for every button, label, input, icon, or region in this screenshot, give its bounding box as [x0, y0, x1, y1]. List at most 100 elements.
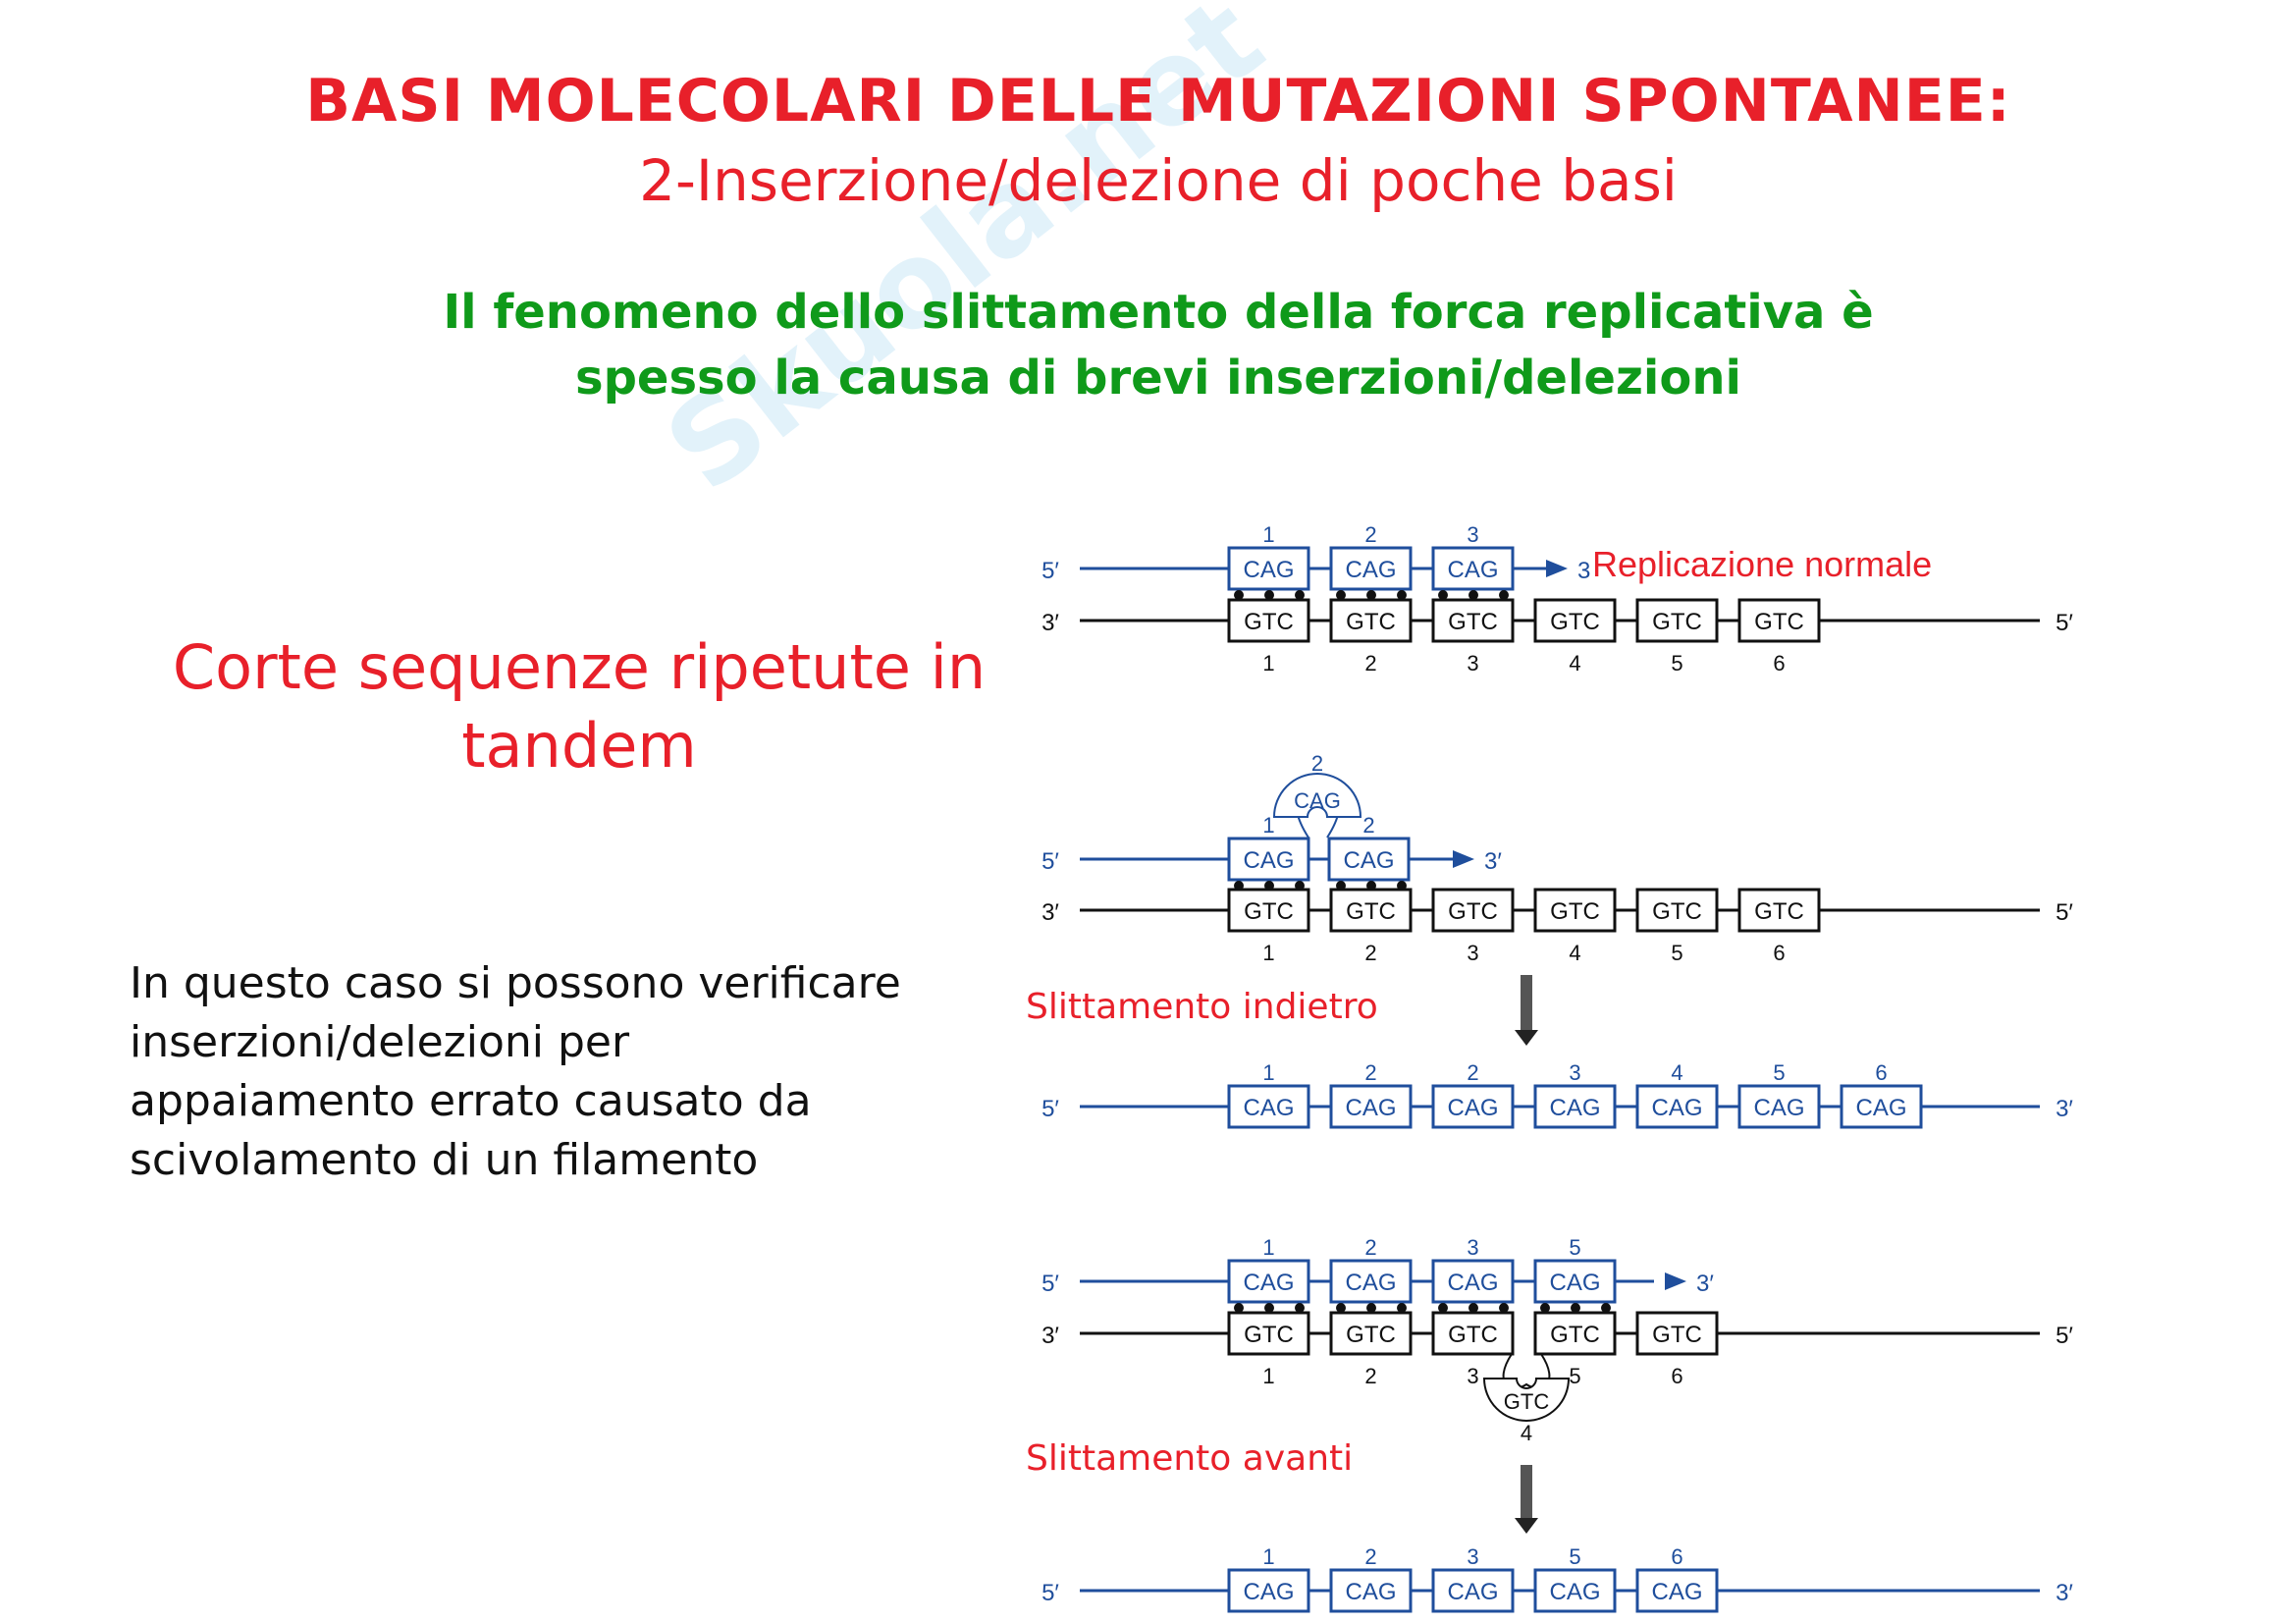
codon-label: CAG [1651, 1095, 1702, 1121]
codon-label: CAG [1243, 1270, 1294, 1296]
hydrogen-bond-dot [1601, 1303, 1611, 1313]
intro-line-1: Il fenomeno dello slittamento della forc… [443, 285, 1874, 340]
codon-label: GTC [1346, 1322, 1396, 1348]
hydrogen-bond-dot [1499, 1303, 1509, 1313]
end-label: 3′ [2056, 1096, 2073, 1122]
hydrogen-bond-dot [1366, 590, 1376, 600]
end-label: 3′ [1696, 1271, 1714, 1297]
codon-label: GTC [1652, 1322, 1702, 1348]
codon-box [1635, 598, 1719, 643]
codon-box [1431, 598, 1515, 643]
codon-number: 6 [1875, 1060, 1887, 1085]
codon-number: 1 [1262, 651, 1274, 676]
down-arrow-icon [1521, 1465, 1532, 1520]
hydrogen-bond-dot [1295, 590, 1305, 600]
codon-label: GTC [1448, 609, 1498, 635]
codon-box [1227, 598, 1310, 643]
end-label: 3′ [1041, 899, 1059, 926]
codon-number: 2 [1311, 751, 1323, 776]
codon-number: 6 [1773, 651, 1785, 676]
strand-gap [1514, 1330, 1534, 1336]
label-slittamento-indietro: Slittamento indietro [1026, 987, 1378, 1027]
end-label: 5′ [2056, 1323, 2073, 1349]
codon-number: 2 [1364, 1235, 1376, 1260]
codon-label: GTC [1448, 898, 1498, 925]
codon-number: 5 [1773, 1060, 1785, 1085]
codon-label: CAG [1243, 1095, 1294, 1121]
codon-box [1329, 598, 1413, 643]
codon-number: 1 [1262, 1544, 1274, 1569]
codon-box [1635, 1084, 1719, 1129]
hydrogen-bond-dot [1397, 590, 1407, 600]
hydrogen-bond-dot [1397, 1303, 1407, 1313]
hydrogen-bond-dot [1468, 590, 1478, 600]
codon-label: CAG [1549, 1579, 1600, 1605]
codon-box [1737, 1084, 1821, 1129]
codon-box [1329, 888, 1413, 933]
looped-codon-label: GTC [1504, 1389, 1550, 1414]
section-heading: Corte sequenze ripetute in tandem [128, 628, 1031, 785]
codon-label: GTC [1652, 898, 1702, 925]
codon-label: CAG [1651, 1579, 1702, 1605]
paragraph-line: scivolamento di un filamento [130, 1135, 759, 1185]
hydrogen-bond-dot [1540, 1303, 1550, 1313]
codon-box [1533, 598, 1617, 643]
codon-number: 4 [1671, 1060, 1682, 1085]
codon-label: GTC [1550, 609, 1600, 635]
explanation-paragraph: In questo caso si possono verificare ins… [130, 954, 1013, 1190]
down-arrow-icon [1521, 975, 1532, 1032]
codon-number: 2 [1364, 651, 1376, 676]
codon-label: CAG [1549, 1095, 1600, 1121]
codon-box [1635, 888, 1719, 933]
codon-number: 1 [1262, 1364, 1274, 1388]
codon-label: CAG [1447, 1579, 1498, 1605]
codon-label: CAG [1243, 557, 1294, 583]
codon-number: 6 [1773, 941, 1785, 965]
end-label: 5′ [1041, 1580, 1059, 1606]
codon-label: CAG [1243, 1579, 1294, 1605]
down-arrow-head-icon [1515, 1030, 1538, 1046]
codon-box [1431, 1568, 1515, 1613]
codon-label: CAG [1345, 1095, 1396, 1121]
hydrogen-bond-dot [1264, 590, 1274, 600]
hydrogen-bond-dot [1336, 1303, 1346, 1313]
heading-line-1: Corte sequenze ripetute in [172, 631, 987, 703]
codon-box [1327, 837, 1411, 882]
end-label: 5′ [2056, 610, 2073, 636]
codon-number: 4 [1521, 1421, 1532, 1445]
label-replicazione-normale: Replicazione normale [1592, 544, 1932, 584]
hydrogen-bond-dot [1234, 1303, 1244, 1313]
codon-number: 3 [1467, 941, 1478, 965]
codon-label: GTC [1550, 898, 1600, 925]
codon-number: 1 [1262, 522, 1274, 547]
codon-label: GTC [1652, 609, 1702, 635]
codon-label: CAG [1447, 1095, 1498, 1121]
down-arrow-head-icon [1515, 1518, 1538, 1534]
paragraph-line: inserzioni/delezioni per [130, 1017, 630, 1067]
codon-box [1329, 546, 1413, 591]
codon-box [1227, 1568, 1310, 1613]
codon-box [1533, 888, 1617, 933]
end-label: 5′ [1041, 558, 1059, 584]
codon-number: 3 [1467, 651, 1478, 676]
codon-box [1635, 1568, 1719, 1613]
codon-number: 1 [1262, 1235, 1274, 1260]
codon-box [1227, 546, 1310, 591]
codon-number: 3 [1569, 1060, 1580, 1085]
codon-box [1737, 888, 1821, 933]
codon-number: 1 [1262, 1060, 1274, 1085]
codon-label: GTC [1754, 609, 1804, 635]
codon-box [1431, 1311, 1515, 1356]
heading-line-2: tandem [461, 710, 697, 782]
label-slittamento-avanti: Slittamento avanti [1026, 1438, 1354, 1479]
end-label: 3′ [1041, 610, 1059, 636]
codon-label: GTC [1550, 1322, 1600, 1348]
codon-box [1329, 1259, 1413, 1304]
codon-number: 4 [1569, 941, 1580, 965]
looped-codon [1482, 1378, 1571, 1422]
codon-number: 5 [1569, 1364, 1580, 1388]
codon-label: GTC [1244, 609, 1294, 635]
hydrogen-bond-dot [1438, 590, 1448, 600]
codon-label: GTC [1244, 1322, 1294, 1348]
